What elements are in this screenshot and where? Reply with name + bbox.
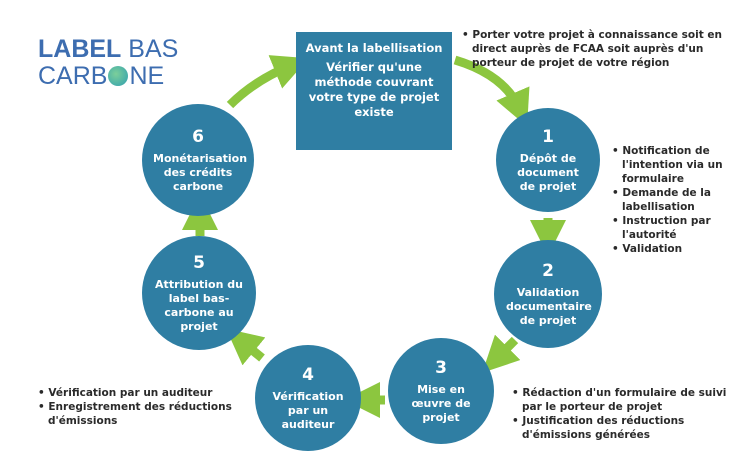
arrow-2-to-3 (482, 334, 521, 373)
arrow-4-to-5 (226, 328, 266, 366)
note-step4: Vérification par un auditeurEnregistreme… (38, 386, 238, 428)
note-top: Porter votre projet à connaissance soit … (462, 28, 747, 70)
globe-icon (108, 66, 129, 86)
start-box: Avant la labellisation Vérifier qu'une m… (296, 32, 452, 150)
note-step1: Notification de l'intention via un formu… (612, 144, 742, 256)
note-step3: Rédaction d'un formulaire de suivi par l… (512, 386, 737, 442)
arrow-6-to-start (226, 55, 309, 109)
arrow-start-to-1 (453, 55, 530, 127)
